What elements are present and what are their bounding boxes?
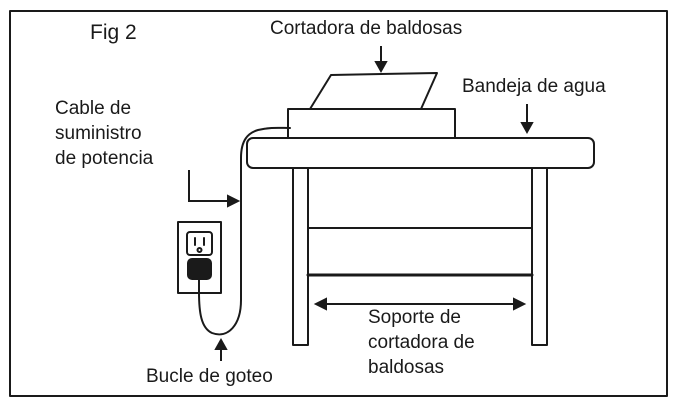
cable-pointer-arrow [188,170,241,208]
label-power-cable: Cable de suministro de potencia [55,98,154,169]
power-cable [198,126,291,336]
figure-number: Fig 2 [90,21,137,44]
stand-dimension-arrow [313,297,527,311]
water-tray [246,137,595,169]
drip-loop-pointer-arrow [214,337,228,361]
label-drip-loop: Bucle de goteo [146,366,273,387]
label-water-tray: Bandeja de agua [462,76,606,97]
tile-cutter-stand [292,167,548,346]
tray-pointer-arrow [520,104,534,135]
label-stand: Soporte de cortadora de baldosas [368,307,475,378]
label-tile-cutter: Cortadora de baldosas [270,18,463,39]
figure-frame [9,10,668,397]
tile-cutter-machine [287,72,456,140]
cutter-pointer-arrow [374,46,388,74]
wall-outlet [177,221,222,294]
